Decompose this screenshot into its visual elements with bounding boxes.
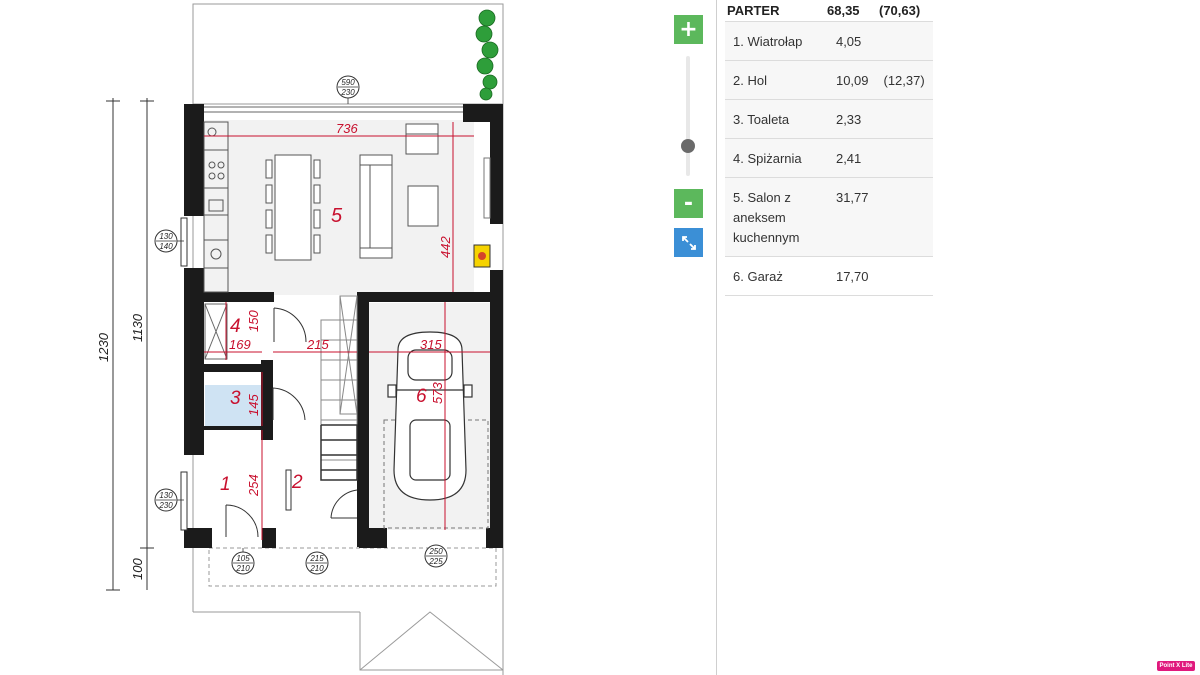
svg-text:210: 210 bbox=[235, 564, 250, 573]
stairs bbox=[320, 295, 358, 481]
room-name: 1. Wiatrołap bbox=[733, 34, 803, 49]
dimension-lines bbox=[204, 122, 490, 540]
opening-marker: 105 210 bbox=[231, 548, 255, 575]
pantry-shelves bbox=[204, 303, 228, 360]
panel-divider bbox=[716, 0, 717, 675]
room-area-extra: (12,37) bbox=[883, 73, 925, 88]
level-name: PARTER bbox=[727, 3, 780, 18]
room-area: 2,33 bbox=[835, 112, 862, 127]
walls bbox=[184, 104, 503, 548]
room-number-3: 3 bbox=[230, 388, 241, 409]
driveway-outline bbox=[359, 612, 503, 671]
stairs-lower bbox=[320, 424, 358, 481]
dining-table bbox=[265, 154, 321, 261]
room-area-table: PARTER 68,35 (70,63) 1. Wiatrołap 4,05 2… bbox=[725, 0, 933, 296]
room-area: 10,09 bbox=[835, 73, 869, 88]
table-row: 3. Toaleta 2,33 bbox=[725, 99, 933, 138]
svg-text:590: 590 bbox=[341, 78, 355, 87]
svg-text:130: 130 bbox=[159, 491, 173, 500]
brand-badge[interactable]: Point X Lite bbox=[1157, 661, 1195, 671]
room-name: 5. Salon z aneksem kuchennym bbox=[733, 190, 800, 245]
opening-marker: 130 140 bbox=[154, 229, 184, 253]
sofa bbox=[359, 154, 393, 259]
room-name: 3. Toaleta bbox=[733, 112, 790, 127]
table-row: 5. Salon z aneksem kuchennym 31,77 bbox=[725, 177, 933, 256]
dim-573: 573 bbox=[430, 382, 445, 404]
svg-text:210: 210 bbox=[309, 564, 324, 573]
room-name: 4. Spiżarnia bbox=[733, 151, 802, 166]
room-number-6: 6 bbox=[416, 386, 427, 407]
expand-icon bbox=[681, 235, 696, 250]
svg-text:140: 140 bbox=[159, 242, 173, 251]
armchair bbox=[405, 123, 439, 155]
room-number-5: 5 bbox=[331, 205, 343, 227]
dim-150: 150 bbox=[246, 310, 261, 332]
level-area: 68,35 bbox=[827, 3, 860, 18]
entrance-canopy bbox=[208, 547, 497, 587]
coffee-table bbox=[407, 185, 439, 227]
room-number-2: 2 bbox=[291, 472, 303, 493]
zoom-in-button[interactable]: + bbox=[674, 15, 703, 44]
overall-dimension-lines bbox=[106, 98, 154, 591]
room-number-1: 1 bbox=[220, 474, 231, 495]
opening-marker: 215 210 bbox=[305, 551, 329, 575]
room-name: 6. Garaż bbox=[733, 269, 783, 284]
dim-1230: 1230 bbox=[96, 332, 111, 362]
dim-1130: 1130 bbox=[130, 313, 145, 342]
level-area-total: (70,63) bbox=[879, 3, 921, 18]
driveway-roof-lines bbox=[359, 611, 504, 671]
svg-text:250: 250 bbox=[428, 547, 443, 556]
tv-unit bbox=[483, 157, 491, 219]
flame-icon bbox=[478, 252, 486, 260]
opening-marker: 130 230 bbox=[154, 488, 184, 512]
svg-text:230: 230 bbox=[158, 501, 173, 510]
car-icon bbox=[387, 331, 473, 501]
svg-text:215: 215 bbox=[309, 554, 324, 563]
toilet-floor bbox=[205, 385, 262, 427]
dim-215: 215 bbox=[306, 337, 329, 352]
room-area: 31,77 bbox=[835, 190, 869, 205]
svg-text:230: 230 bbox=[340, 88, 355, 97]
table-row: 2. Hol 10,09 (12,37) bbox=[725, 60, 933, 99]
shrub-icon bbox=[475, 9, 499, 101]
room-name: 2. Hol bbox=[733, 73, 767, 88]
table-row: 1. Wiatrołap 4,05 bbox=[725, 21, 933, 60]
table-row: 4. Spiżarnia 2,41 bbox=[725, 138, 933, 177]
room-area: 17,70 bbox=[835, 269, 869, 284]
svg-text:105: 105 bbox=[236, 554, 250, 563]
svg-text:130: 130 bbox=[159, 232, 173, 241]
room-area: 2,41 bbox=[835, 151, 862, 166]
dim-442: 442 bbox=[438, 236, 453, 258]
svg-text:225: 225 bbox=[428, 557, 443, 566]
table-header: PARTER 68,35 (70,63) bbox=[725, 0, 933, 21]
dim-736: 736 bbox=[336, 121, 358, 136]
room-area: 4,05 bbox=[835, 34, 862, 49]
floor-plan[interactable]: 5 4 3 1 2 6 736 442 169 150 215 315 573 … bbox=[0, 0, 716, 675]
dim-169: 169 bbox=[229, 337, 251, 352]
door-arcs bbox=[180, 217, 358, 538]
dim-100: 100 bbox=[130, 558, 145, 580]
zoom-slider-track[interactable] bbox=[686, 56, 690, 176]
opening-marker: 590 230 bbox=[336, 75, 360, 104]
dim-315: 315 bbox=[420, 337, 442, 352]
dim-254: 254 bbox=[246, 474, 261, 497]
opening-marker: 250 225 bbox=[424, 544, 448, 568]
room-number-4: 4 bbox=[230, 316, 241, 337]
zoom-slider-handle[interactable] bbox=[681, 139, 695, 153]
dim-145: 145 bbox=[246, 394, 261, 416]
table-row: 6. Garaż 17,70 bbox=[725, 256, 933, 296]
zoom-out-button[interactable]: - bbox=[674, 189, 703, 218]
fullscreen-button[interactable] bbox=[674, 228, 703, 257]
